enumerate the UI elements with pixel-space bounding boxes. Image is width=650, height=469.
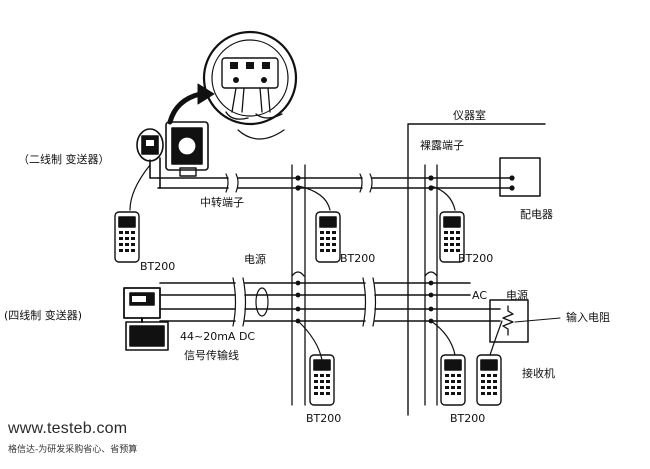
bt200-device-1 [114, 211, 140, 263]
bt200-label-2: BT200 [340, 252, 376, 265]
receiver-label: 接收机 [522, 367, 555, 380]
two-wire-signal-lines [149, 157, 513, 193]
zoom-arrow-head [197, 83, 215, 105]
power-supply-label-1: 电源 [244, 253, 266, 266]
power-supply-label-2: 电源 [506, 289, 528, 302]
two-wire-transmitter-label: （二线制 变送器） [18, 153, 110, 166]
instrument-room-boundary [407, 123, 546, 416]
relay-terminal-label: 中转端子 [200, 196, 244, 209]
top-terminal-dots [295, 175, 515, 191]
watermark-slogan: 格信达-为研发采购省心、省预算 [8, 445, 138, 455]
four-wire-transmitter-label: (四线制 变送器) [4, 309, 83, 322]
watermark-site: www.testeb.com [8, 420, 128, 437]
bt200-device-3 [439, 211, 465, 263]
instrument-room-label: 仪器室 [453, 109, 486, 122]
power-distributor-box [499, 157, 541, 197]
input-resistor-symbol [502, 305, 514, 336]
vertical-trunks [291, 164, 438, 406]
power-distributor-label: 配电器 [520, 208, 553, 221]
bt200-device-5 [440, 354, 466, 406]
signal-current-label: 44~20mA DC [180, 330, 256, 343]
four-wire-transmitter [123, 287, 169, 351]
bt200-label-5: BT200 [450, 412, 486, 425]
terminal-zoom-view [202, 30, 298, 140]
four-wire-lines [159, 277, 501, 327]
bt200-label-3: BT200 [458, 252, 494, 265]
bare-terminal-label: 裸露端子 [420, 139, 464, 152]
bt200-leads [129, 164, 503, 361]
bt200-device-4 [309, 354, 335, 406]
bt200-device-2 [315, 211, 341, 263]
ac-label: AC [472, 289, 488, 302]
bt200-label-4: BT200 [306, 412, 342, 425]
two-wire-transmitter [136, 121, 209, 177]
bt200-label-1: BT200 [140, 260, 176, 273]
trunk-crossing-loops [291, 271, 438, 277]
bt200-device-6 [476, 354, 502, 406]
signal-line-label: 信号传输线 [184, 349, 239, 362]
input-resistor-leader [514, 317, 561, 323]
input-resistor-label: 输入电阻 [566, 311, 610, 324]
zoom-arrow [167, 91, 203, 125]
